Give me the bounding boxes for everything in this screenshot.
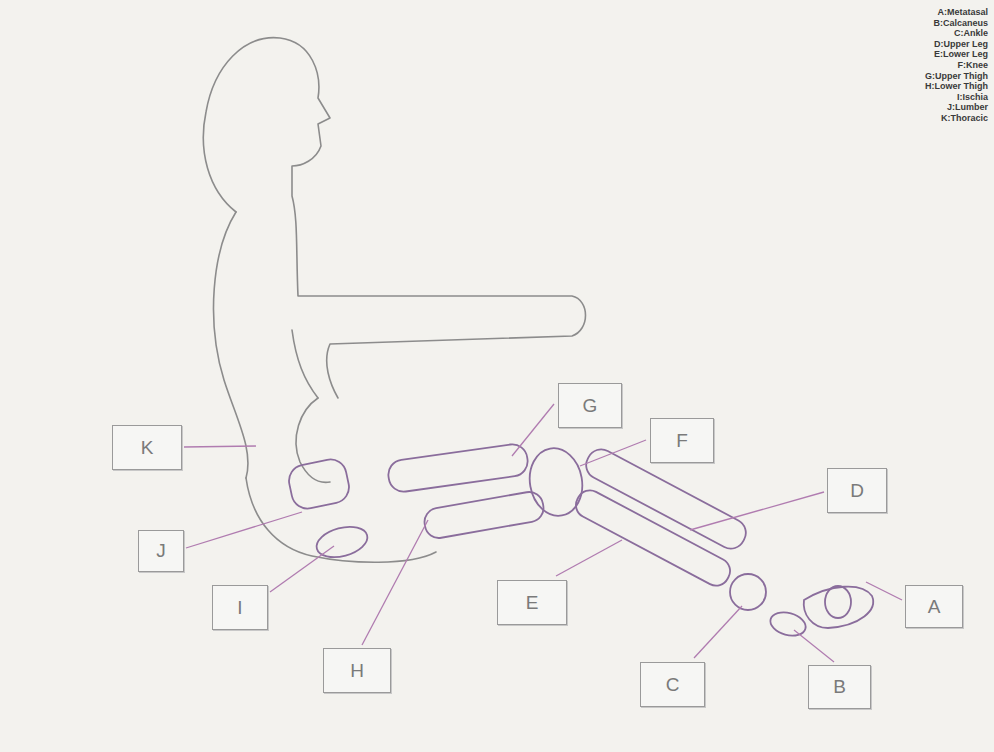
callout-letter: H: [350, 660, 364, 682]
callout-box: D: [827, 468, 887, 513]
callout-letter: E: [526, 592, 539, 614]
legend-text: G:Upper Thigh: [925, 71, 988, 82]
legend-text: J:Lumber: [925, 102, 988, 113]
callout-letter: C: [666, 674, 680, 696]
legend-text: E:Lower Leg: [925, 49, 988, 60]
legend-text: F:Knee: [925, 60, 988, 71]
callout-box: F: [650, 418, 714, 463]
legend-text: C:Ankle: [925, 28, 988, 39]
legend-text: D:Upper Leg: [925, 39, 988, 50]
callout-box: K: [112, 425, 182, 470]
callout-letter: G: [583, 395, 598, 417]
legend-text: A:Metatasal: [925, 7, 988, 18]
callout-box: J: [138, 530, 184, 572]
callout-letter: D: [850, 480, 864, 502]
callout-box: G: [558, 383, 622, 428]
callout-letter: A: [928, 596, 941, 618]
legend-list: A:MetatasalB:CalcaneusC:AnkleD:Upper Leg…: [925, 7, 988, 124]
callout-box: C: [640, 662, 705, 707]
callout-box: H: [323, 648, 391, 693]
callout-box: A: [905, 585, 963, 628]
callout-letter: K: [141, 437, 154, 459]
legend-text: B:Calcaneus: [925, 18, 988, 29]
legend-text: K:Thoracic: [925, 113, 988, 124]
callout-letter: F: [676, 430, 688, 452]
callout-letter: B: [833, 676, 846, 698]
callout-box: I: [212, 585, 268, 630]
callout-box: B: [808, 665, 871, 709]
callout-box: E: [497, 580, 567, 625]
legend-text: H:Lower Thigh: [925, 81, 988, 92]
callout-letter: I: [237, 597, 242, 619]
callout-letter: J: [156, 540, 166, 562]
legend-text: I:Ischia: [925, 92, 988, 103]
